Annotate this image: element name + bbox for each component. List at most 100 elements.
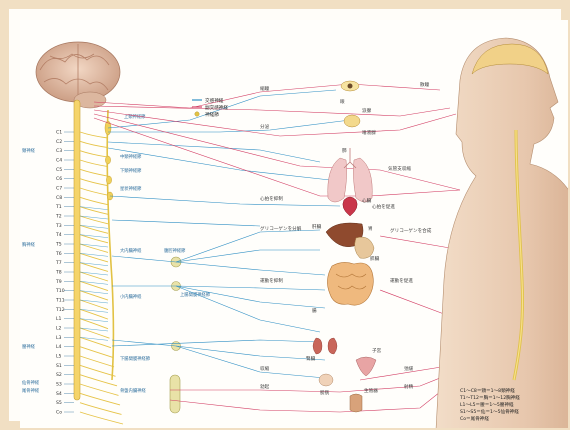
chain-label: 腹腔神経節 [164, 247, 186, 254]
function-labels: 縮瞳 散瞳 分泌 気管支収縮 心拍を抑制 心拍を促進 グリコーゲンを分解 グリコ… [260, 81, 432, 390]
spinal-nerve-branch [79, 327, 110, 339]
legend-item: 神経節 [205, 111, 219, 118]
spinal-nerve-branch [79, 280, 109, 291]
chain-label: 上頸神経節 [124, 113, 146, 120]
function-label: グリコーゲンを合成 [390, 227, 432, 234]
function-label: 弛緩 [404, 365, 414, 372]
top-legend: 交感神経 副交感神経 神経節 [192, 97, 228, 118]
sympathetic-chain [104, 109, 182, 414]
spinal-segment-label: T9 [55, 279, 62, 285]
spinal-nerve-branch [79, 252, 109, 263]
organ-label: 膵臓 [370, 255, 380, 262]
spinal-segment-label: S4 [56, 391, 62, 397]
brain-illustration [35, 41, 121, 109]
spinal-segment-label: C3 [56, 148, 62, 154]
organ-label: 生殖器 [364, 387, 378, 394]
spinal-segment-label: C8 [56, 195, 62, 201]
rami-communicantes [79, 318, 109, 322]
legend-line: L1～L5＝腰＝1～5腰神経 [460, 401, 514, 408]
spinal-segment-label: L2 [56, 326, 62, 332]
organ-label: 涙腺 [362, 107, 372, 114]
function-label: 縮瞳 [260, 85, 270, 92]
function-label: 射精 [404, 383, 414, 390]
rami-communicantes [79, 337, 109, 341]
rami-communicantes [79, 262, 109, 266]
nervous-system-diagram: C1C2C3C4C5C6C7C8T1T2T3T4T5T6T7T8T9T10T11… [22, 37, 568, 428]
legend-line: T1～T12＝胸＝1～12胸神経 [459, 394, 520, 401]
organ-label: 肝臓 [312, 223, 322, 230]
chain-label: 大内臓神経 [120, 247, 142, 254]
chain-label: 中頸神経節 [120, 153, 142, 160]
chain-label: 小内臓神経 [120, 293, 142, 300]
spinal-segment-label: T6 [55, 251, 62, 257]
rami-communicantes [79, 243, 109, 248]
left-label: 尾骨神経 [22, 387, 40, 394]
organ-label: 胃 [368, 226, 373, 232]
spinal-nerve-branch [79, 355, 115, 368]
spinal-segment-label: T2 [55, 214, 62, 220]
legend-item: 交感神経 [205, 97, 224, 104]
spinal-segment-label: T11 [55, 298, 65, 304]
legend-line: Co＝尾骨神経 [460, 415, 489, 422]
spinal-nerve-branches [79, 131, 124, 425]
chain-labels: 上頸神経節 中頸神経節 下頸神経節 星状神経節 大内臓神経 小内臓神経 下腸間膜… [120, 113, 211, 394]
uterus-illustration [355, 356, 377, 377]
rami-communicantes [79, 327, 109, 332]
rami-communicantes [79, 225, 109, 229]
spinal-segment-label: T1 [55, 204, 62, 210]
rami-communicantes [79, 299, 109, 304]
spinal-segment-label: S3 [56, 382, 62, 388]
spinal-segment-label: S2 [56, 372, 62, 378]
gland-illustration [343, 114, 361, 128]
spinal-nerve-branch [79, 262, 109, 272]
spinal-cord [73, 99, 81, 401]
spinal-nerve-branch [79, 243, 109, 253]
function-label: 勃起 [260, 383, 270, 390]
rami-communicantes [79, 215, 109, 220]
left-label: 頸神経 [22, 147, 36, 154]
spinal-segment-label: S5 [56, 400, 62, 406]
chain-label: 骨盤内臓神経 [120, 387, 146, 394]
spinal-nerve-branch [79, 336, 112, 349]
eye-illustration [340, 80, 360, 92]
spinal-nerve-branch [79, 168, 109, 177]
figure-brain [471, 43, 549, 75]
chain-label: 上腸間膜神経節 [180, 291, 211, 298]
organ-label: 心臓 [362, 197, 372, 204]
nerve-pathways [93, 83, 491, 413]
spinal-segment-label: T7 [55, 260, 62, 266]
spinal-segment-label: T5 [55, 242, 62, 248]
spinal-segment-label: Co [56, 410, 62, 416]
function-label: 心拍を促進 [372, 203, 395, 210]
spinal-nerve-branch [79, 140, 109, 148]
function-label: 収縮 [260, 365, 270, 372]
spinal-segment-label: C4 [56, 158, 62, 164]
spinal-nerve-branch [79, 374, 118, 387]
kidneys-illustration [312, 337, 338, 355]
spinal-segment-label: T12 [55, 307, 65, 313]
legend-line: C1～C8＝頸＝1～8頸神経 [460, 387, 515, 394]
spinal-segment-label: C1 [56, 130, 62, 136]
spinal-segment-label: T10 [55, 288, 65, 294]
spinal-segment-label: C5 [56, 167, 62, 173]
spinal-nerve-branch [79, 215, 109, 225]
spinal-nerve-branch [79, 402, 122, 415]
rami-communicantes [79, 234, 109, 238]
spinal-nerve-branch [79, 178, 109, 187]
spinal-nerve-branch [79, 196, 109, 206]
left-label: 胸神経 [22, 241, 36, 248]
left-nerve-labels: 頸神経 胸神経 腰神経 仙骨神経 尾骨神経 [22, 147, 40, 394]
spinal-nerve-branch [79, 150, 109, 158]
organ-label: 肺 [342, 148, 347, 154]
spinal-nerve-branch [79, 234, 109, 244]
left-label: 仙骨神経 [22, 379, 40, 386]
function-label: 散瞳 [420, 81, 430, 88]
spinal-segment-labels: C1C2C3C4C5C6C7C8T1T2T3T4T5T6T7T8T9T10T11… [55, 130, 74, 416]
spinal-nerve-branch [79, 299, 109, 311]
digestive-illustration [325, 222, 375, 306]
spinal-nerve-branch [79, 308, 109, 320]
function-label: 運動を抑制 [260, 277, 283, 284]
chain-label: 下腸間膜神経節 [120, 355, 151, 362]
spinal-nerve-branch [79, 131, 109, 139]
